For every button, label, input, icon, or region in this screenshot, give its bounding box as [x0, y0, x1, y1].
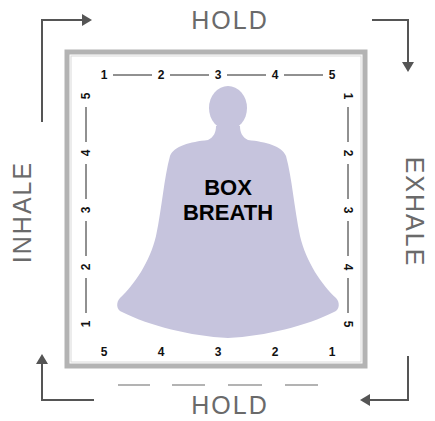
- phase-label: INHALE: [10, 161, 35, 263]
- tick-line: [284, 75, 323, 76]
- count-number: 2: [272, 346, 279, 358]
- meditating-figure: [117, 126, 339, 338]
- dash: [285, 384, 318, 386]
- arrow-line: [372, 20, 408, 64]
- count-number: 1: [342, 93, 354, 100]
- figure-head: [209, 86, 247, 130]
- arrow-line: [42, 362, 94, 400]
- count-number: 4: [272, 69, 279, 81]
- arrow-head: [360, 394, 370, 406]
- count-number: 3: [215, 346, 222, 358]
- count-number: 2: [158, 69, 165, 81]
- tick-line: [86, 107, 87, 142]
- tick-line: [86, 278, 87, 313]
- count-number: 4: [80, 150, 92, 157]
- tick-line: [348, 164, 349, 199]
- count-number: 4: [158, 346, 165, 358]
- phase-label: HOLD: [191, 393, 268, 418]
- dash: [172, 384, 205, 386]
- arrow-head: [82, 14, 92, 26]
- cycle-arrows: [42, 20, 408, 400]
- count-number: 1: [80, 321, 92, 328]
- box-inner-outline: [71, 56, 361, 362]
- dash-row: [118, 384, 318, 386]
- count-number: 5: [342, 321, 354, 328]
- count-number: 2: [80, 264, 92, 271]
- arrow-line: [42, 20, 84, 122]
- tick-line: [113, 75, 152, 76]
- arrow-heads: [36, 14, 414, 406]
- tick-line: [348, 278, 349, 313]
- count-number: 3: [215, 69, 222, 81]
- phase-label: HOLD: [191, 8, 268, 33]
- count-number: 3: [80, 207, 92, 214]
- count-number: 5: [80, 93, 92, 100]
- tick-line: [348, 221, 349, 256]
- arrow-head: [36, 354, 48, 364]
- tick-line: [86, 221, 87, 256]
- arrow-line: [368, 356, 408, 400]
- phase-label: EXHALE: [402, 157, 427, 268]
- count-number: 3: [342, 207, 354, 214]
- arrow-head: [402, 62, 414, 72]
- dash: [228, 384, 262, 386]
- box-outline: [67, 52, 365, 366]
- count-number: 4: [342, 264, 354, 271]
- tick-line: [227, 75, 266, 76]
- tick-line: [86, 164, 87, 199]
- figure-title: BOX BREATH: [183, 175, 273, 226]
- count-ticks: [86, 75, 348, 313]
- tick-line: [348, 107, 349, 142]
- count-number: 2: [342, 150, 354, 157]
- count-number: 5: [101, 346, 108, 358]
- count-number: 1: [101, 69, 108, 81]
- count-number: 5: [329, 69, 336, 81]
- dash: [118, 384, 150, 386]
- count-number: 1: [329, 346, 336, 358]
- tick-line: [170, 75, 209, 76]
